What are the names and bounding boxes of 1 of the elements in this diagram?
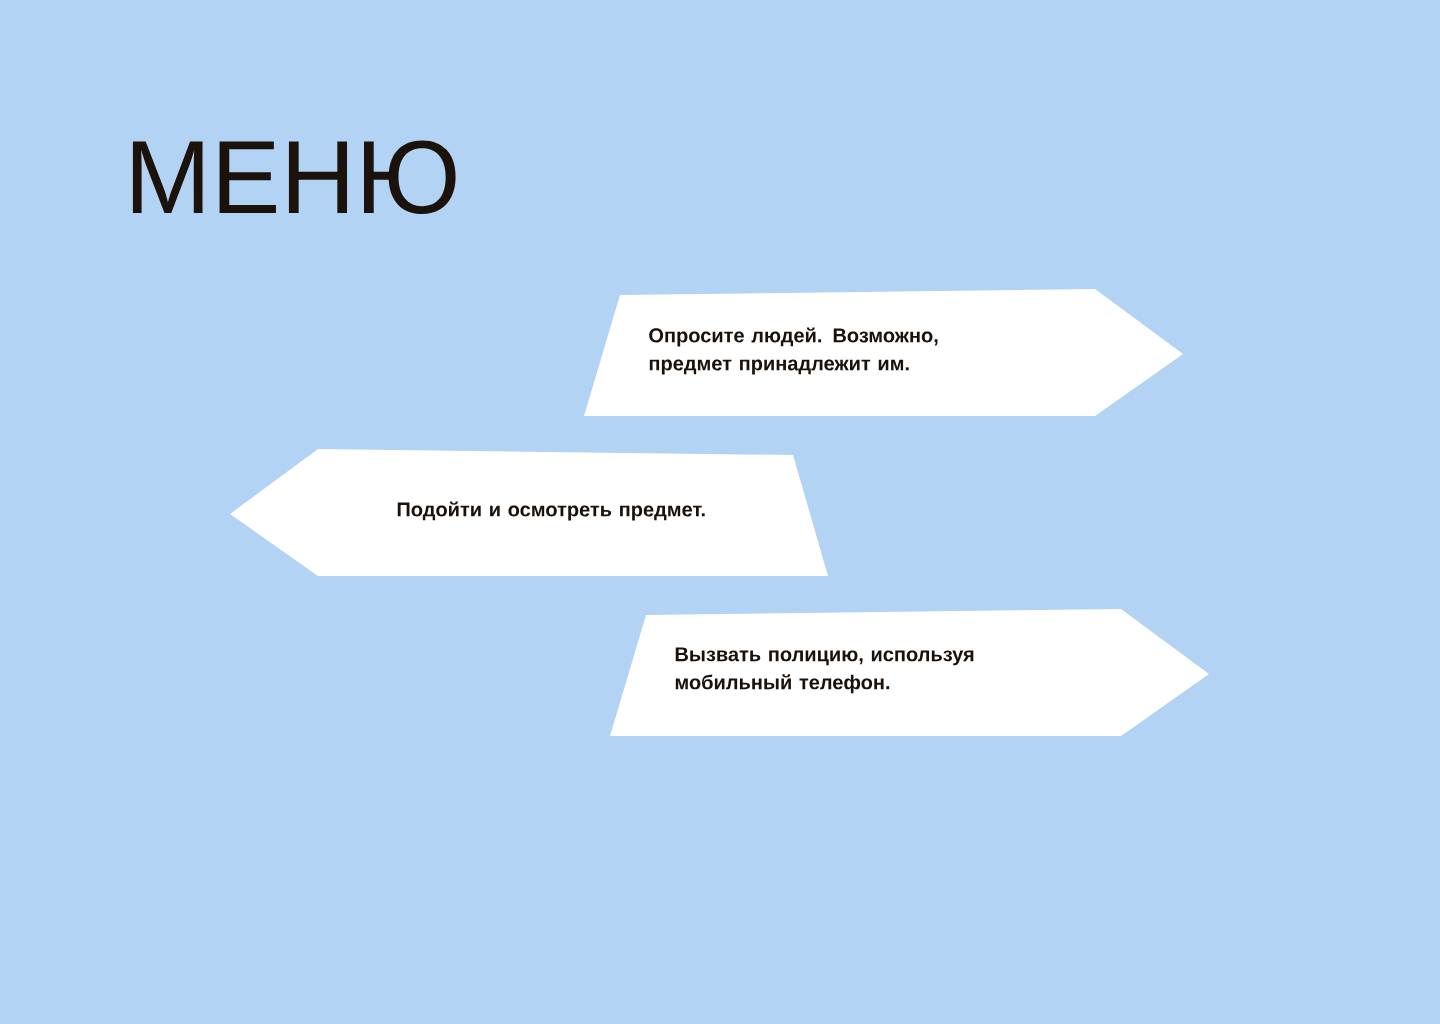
title: МЕНЮ [132,140,456,214]
